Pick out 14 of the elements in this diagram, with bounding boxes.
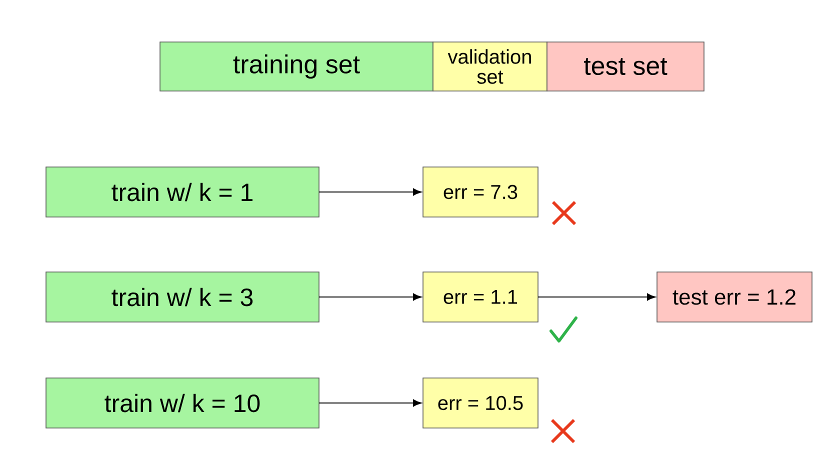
arrow [538,293,656,301]
process-box: train w/ k = 3 [46,272,320,322]
arrow [318,399,422,407]
bar-segment: training set [160,42,434,92]
result-box: test err = 1.2 [656,272,812,322]
process-box: train w/ k = 10 [46,378,320,428]
arrow [318,188,422,196]
result-box: err = 7.3 [422,166,538,218]
result-box: err = 1.1 [422,272,538,322]
bar-segment: test set [546,42,704,92]
process-box: train w/ k = 1 [46,166,320,218]
result-box: err = 10.5 [422,378,538,428]
bar-segment: validation set [432,42,548,92]
arrow [318,293,422,301]
